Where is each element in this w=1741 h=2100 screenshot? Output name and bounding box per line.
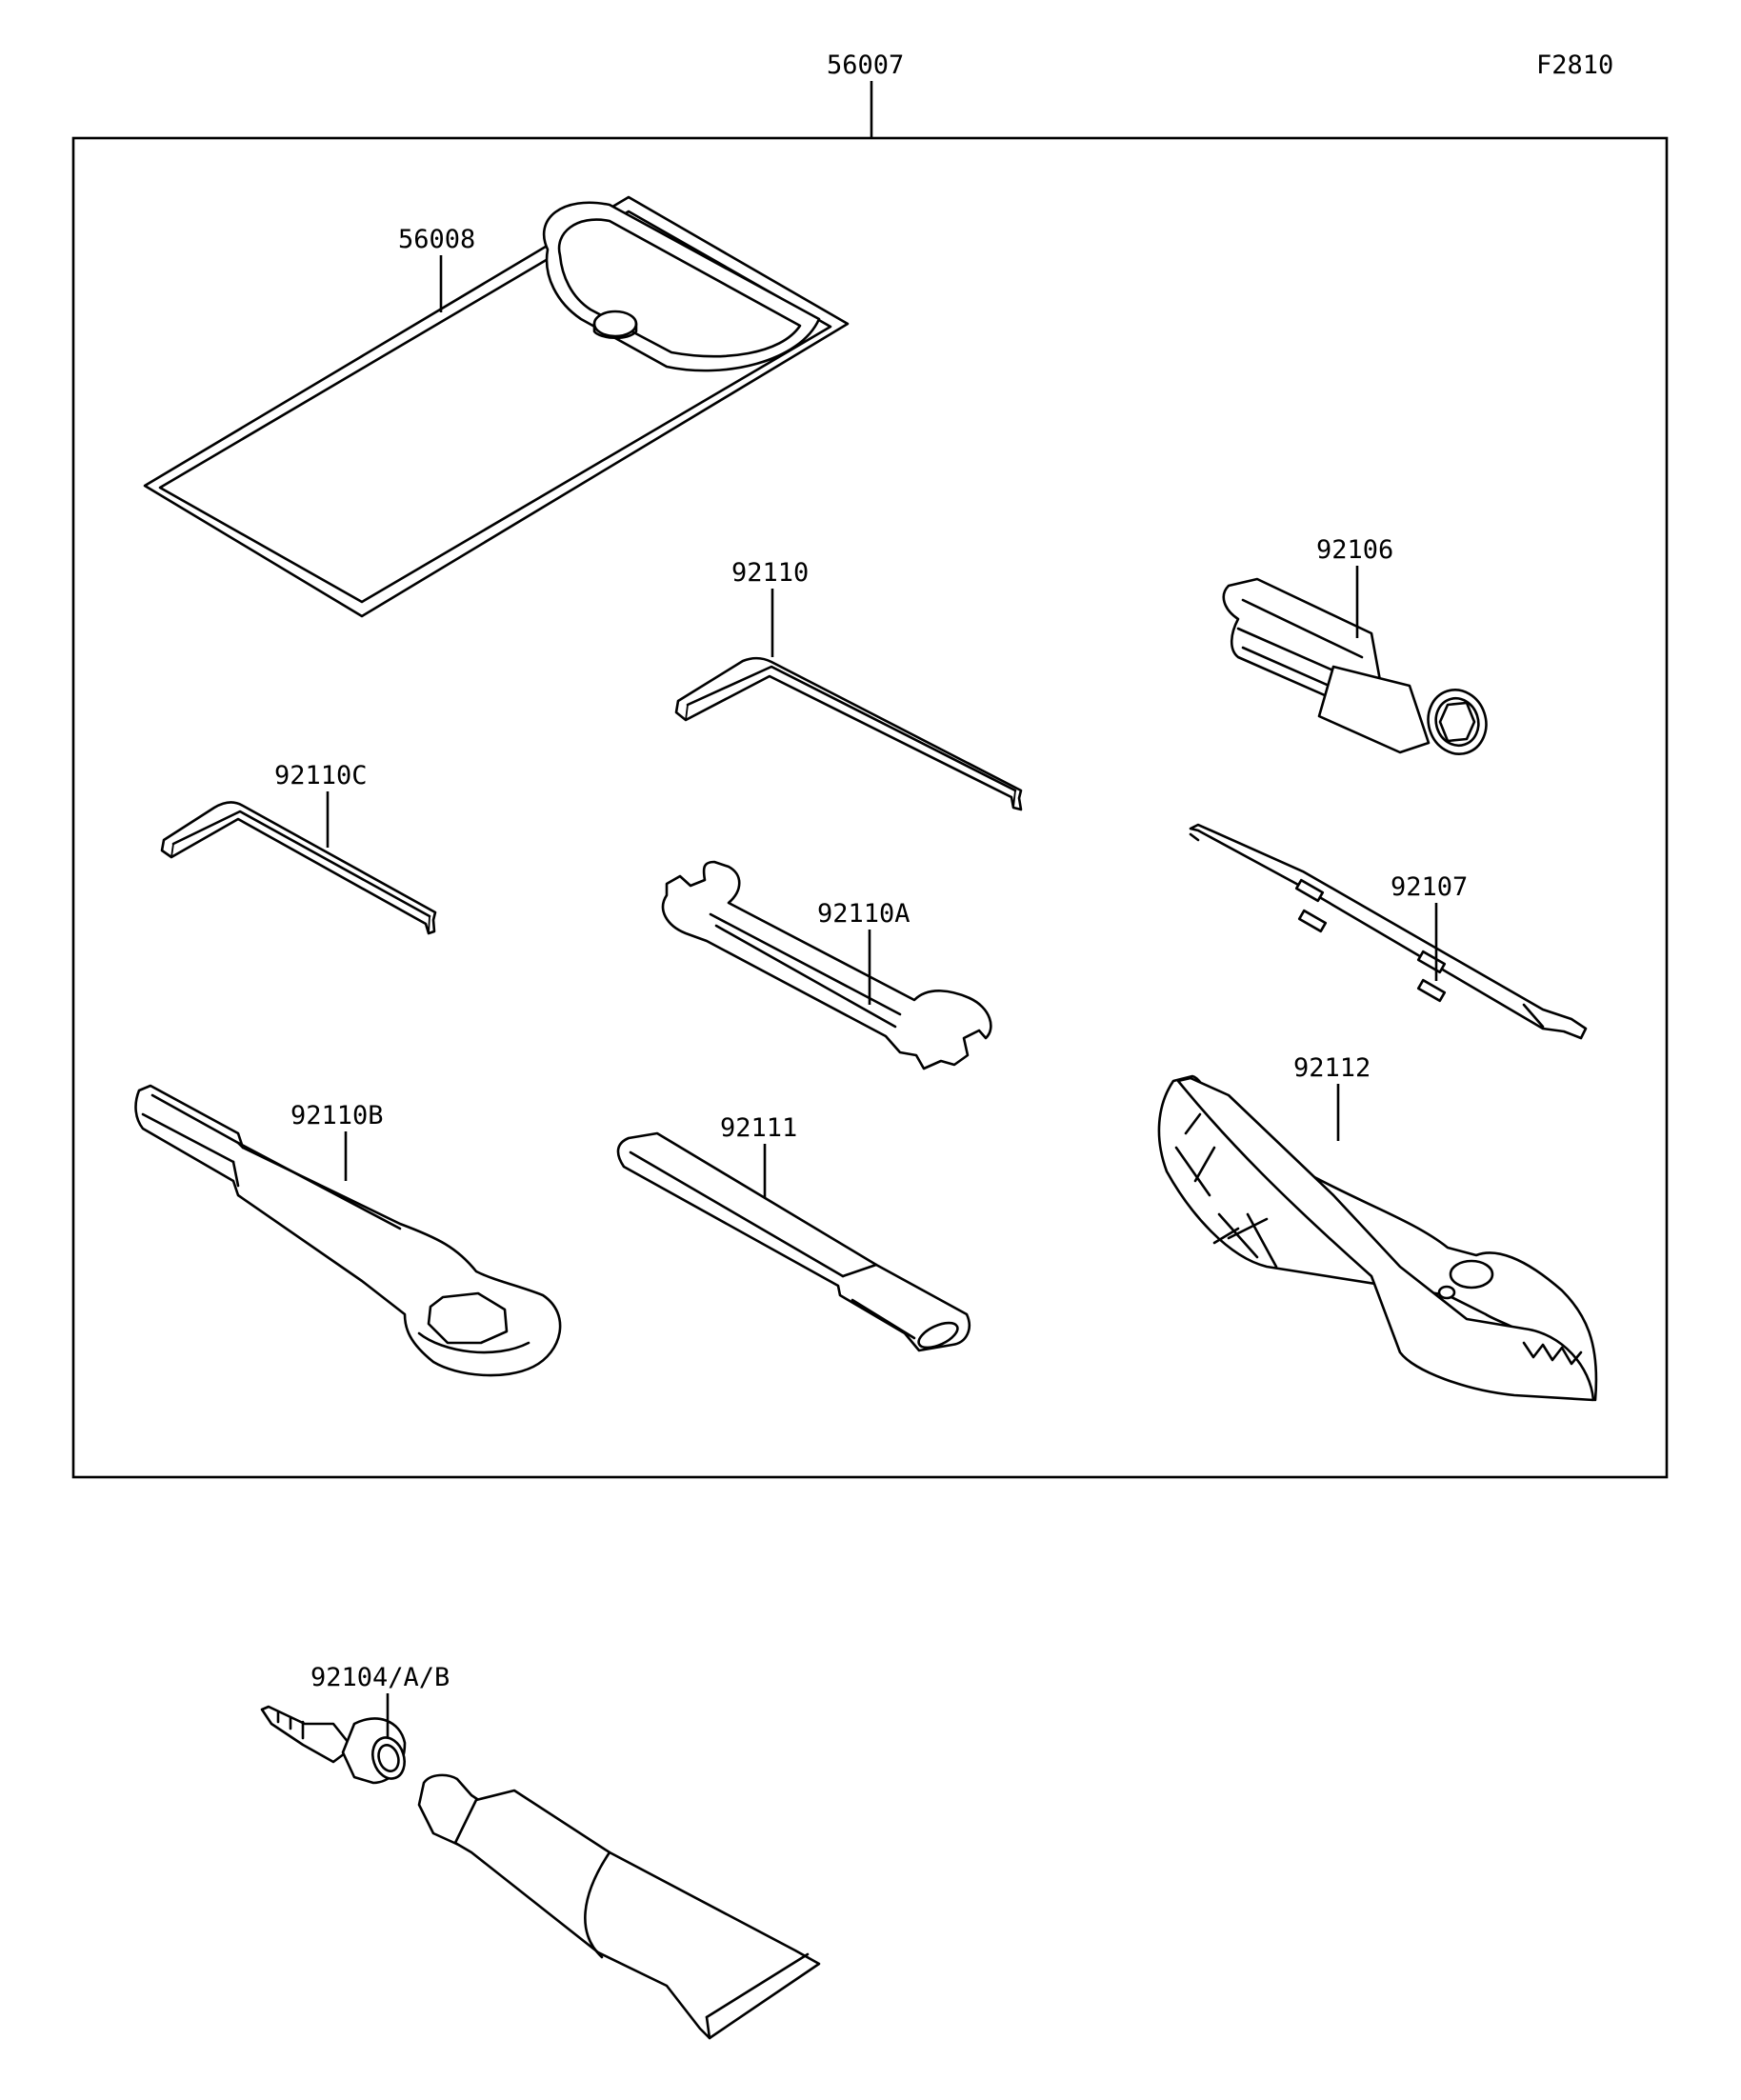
screwdriver	[1189, 823, 1588, 1040]
spanner-label: 92110A	[817, 899, 911, 929]
handle-bar-label: 92111	[720, 1113, 797, 1143]
pliers	[1157, 1074, 1598, 1402]
ring-wrench-label: 92110B	[290, 1101, 384, 1130]
figure-code: F2810	[1536, 50, 1613, 80]
ring-wrench	[134, 1084, 562, 1377]
repair-kit-label: 92104/A/B	[310, 1663, 450, 1692]
case-label: 56008	[398, 225, 475, 254]
pliers-label: 92112	[1293, 1053, 1371, 1083]
handle-bar	[616, 1131, 971, 1352]
repair-kit	[260, 1705, 821, 2040]
hex-wrench-label: 92110	[731, 558, 809, 588]
kit-frame	[71, 136, 1669, 1479]
small-hex-wrench-label: 92110C	[274, 761, 368, 790]
plug-socket-label: 92106	[1316, 535, 1393, 565]
plug-socket	[1222, 577, 1488, 755]
screwdriver-label: 92107	[1391, 872, 1468, 902]
open-end-spanner	[661, 860, 992, 1070]
small-hex-wrench	[160, 801, 437, 935]
kit-part-label: 56007	[827, 50, 904, 80]
tool-case	[143, 195, 850, 618]
hex-wrench	[674, 656, 1023, 811]
